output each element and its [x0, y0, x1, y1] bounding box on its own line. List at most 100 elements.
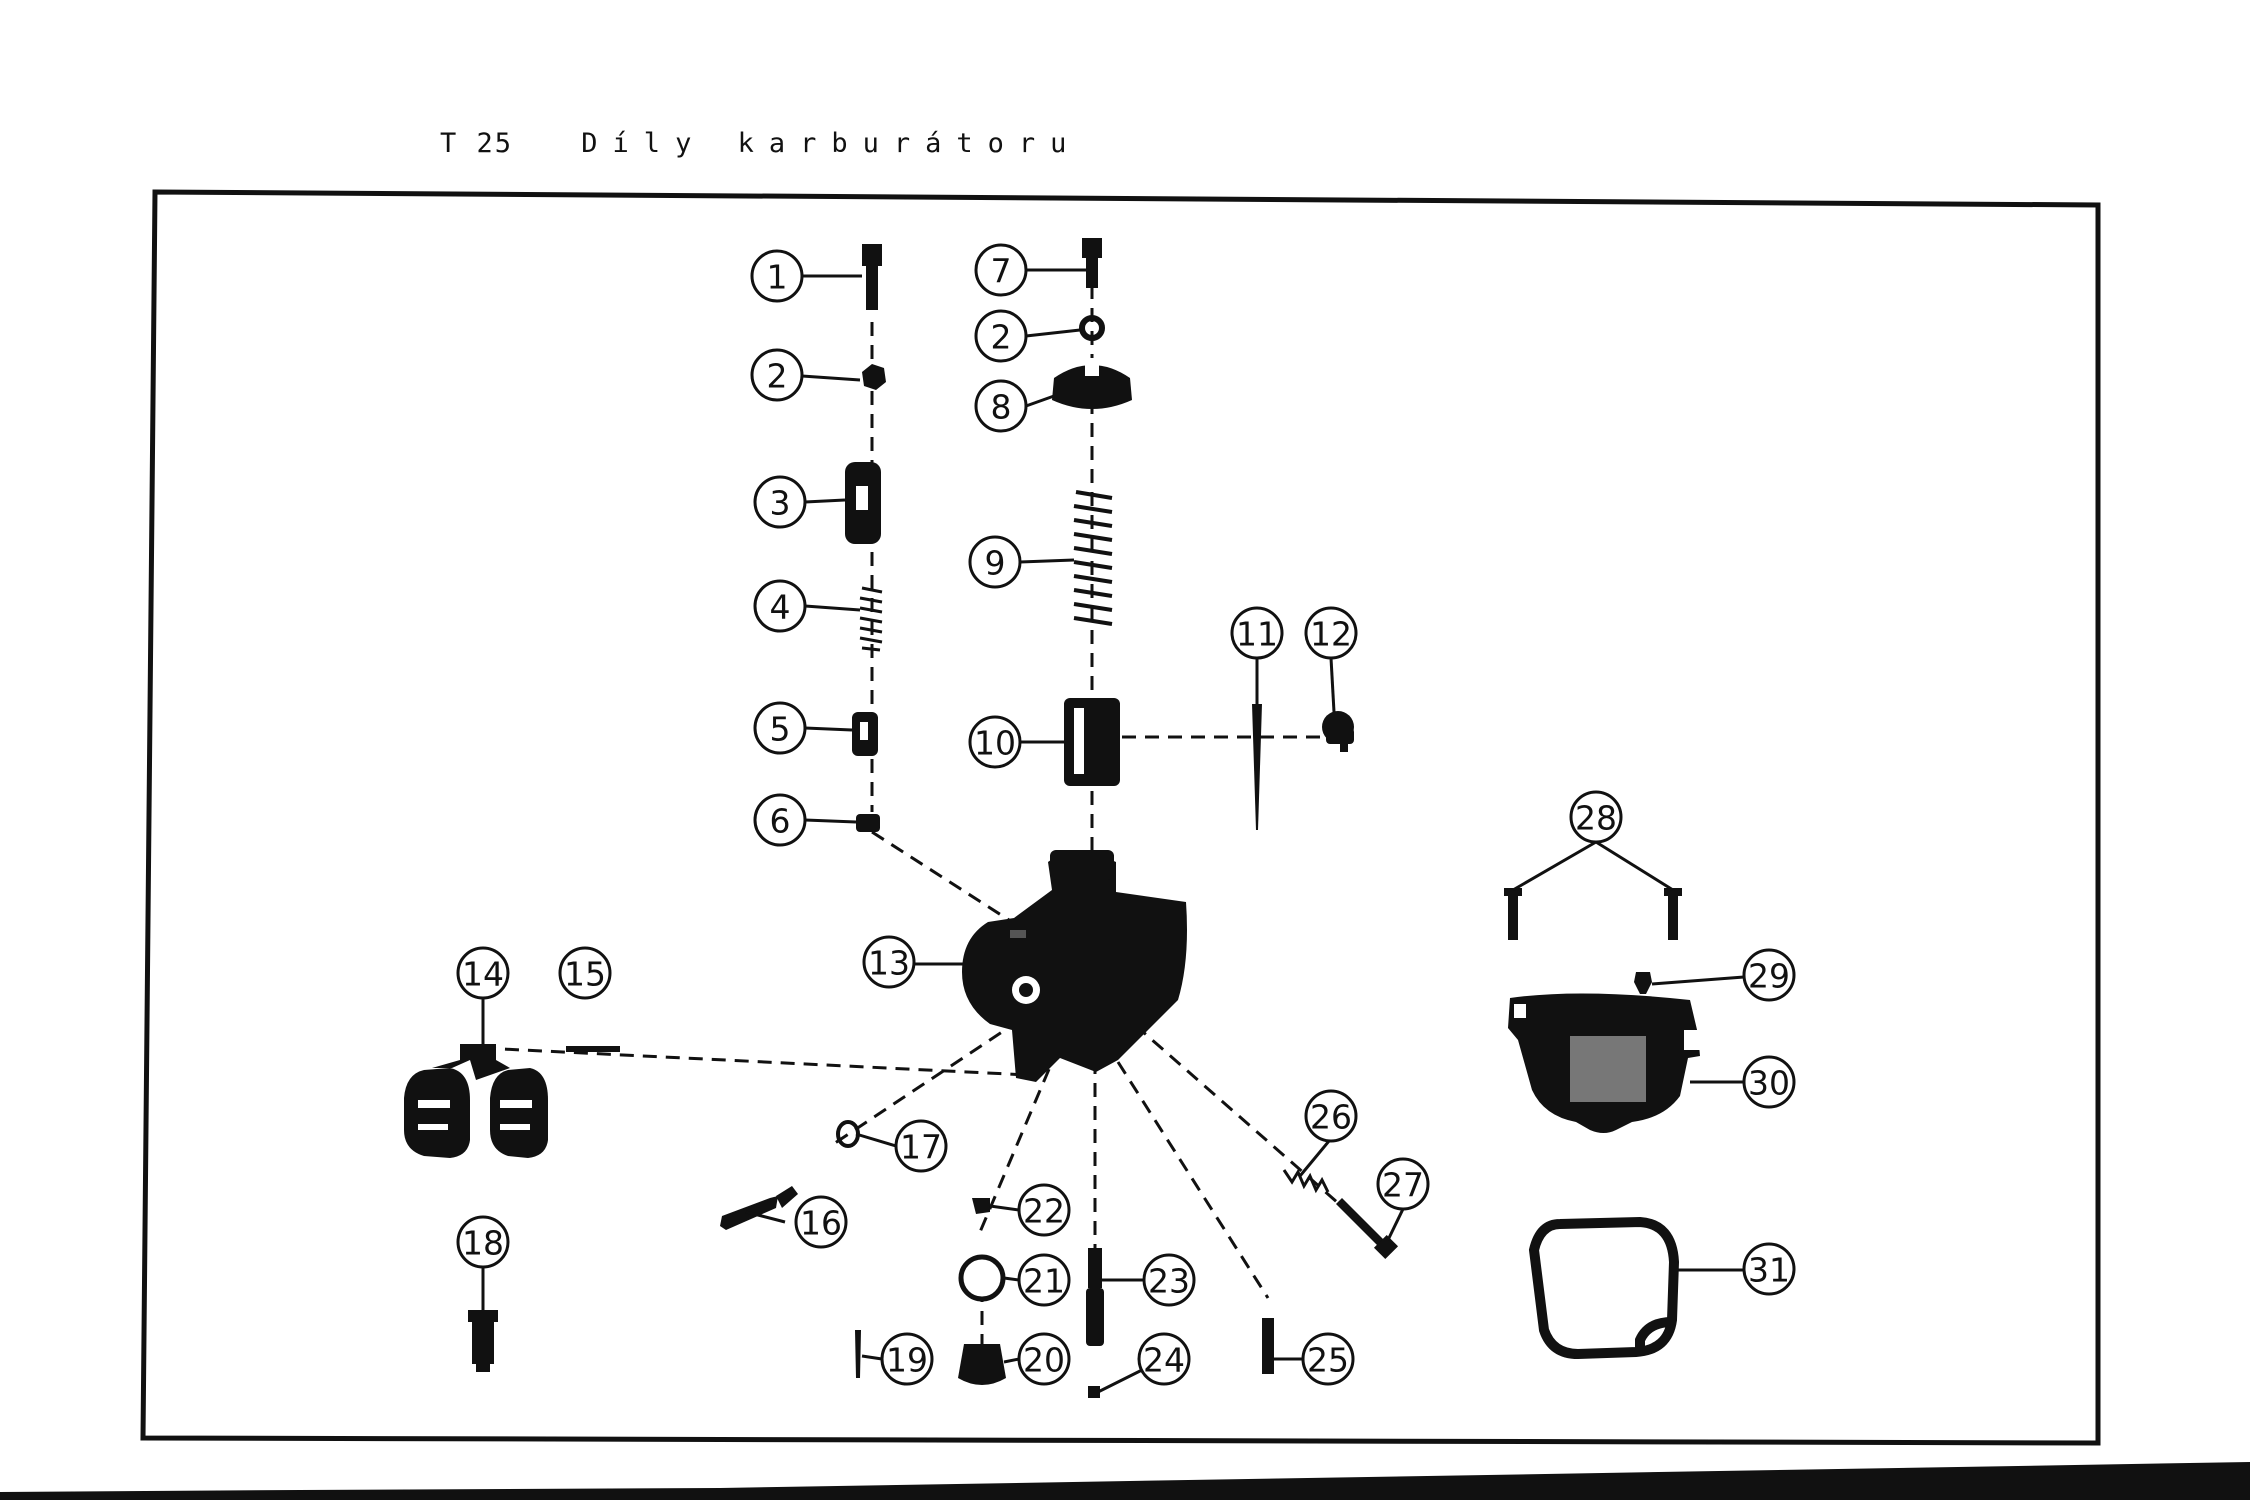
svg-text:2: 2	[991, 318, 1012, 357]
part-4-spring	[859, 586, 883, 652]
page-header: T 25 Díly karburátoru	[440, 128, 1081, 159]
leader-lines	[481, 268, 1745, 1394]
svg-text:17: 17	[900, 1128, 942, 1167]
callout-13: 13	[862, 935, 916, 989]
svg-text:15: 15	[564, 955, 606, 994]
part-19-pin	[855, 1330, 861, 1378]
callout-29: 29	[1742, 948, 1796, 1002]
callout-31: 31	[1742, 1242, 1796, 1296]
callout-2b: 2	[974, 309, 1028, 363]
callout-26: 26	[1304, 1089, 1358, 1143]
callout-17: 17	[894, 1119, 948, 1173]
callout-15: 15	[558, 946, 612, 1000]
callout-4: 4	[753, 579, 807, 633]
svg-text:13: 13	[868, 944, 910, 983]
callout-3: 3	[753, 475, 807, 529]
part-28-screws	[1504, 888, 1682, 940]
callout-2: 2	[750, 348, 804, 402]
svg-text:29: 29	[1748, 957, 1790, 996]
part-17-o-ring	[836, 1120, 860, 1148]
callout-27: 27	[1376, 1157, 1430, 1211]
callout-7: 7	[974, 243, 1028, 297]
svg-text:21: 21	[1023, 1262, 1065, 1301]
svg-text:31: 31	[1748, 1251, 1790, 1290]
page-title: Díly karburátoru	[581, 128, 1082, 159]
part-10-throttle-slide	[1064, 698, 1120, 786]
part-16-idle-screw	[720, 1186, 798, 1230]
callouts: 1 2 3 4 5 6 7 2 8 9 10 11 12 13 14 15 16…	[456, 243, 1796, 1386]
diagram-frame	[140, 189, 2101, 1446]
part-29-tickler	[1634, 972, 1652, 994]
svg-text:19: 19	[886, 1341, 928, 1380]
part-7-screw	[1082, 238, 1102, 288]
part-23-needle-jet	[1086, 1248, 1104, 1346]
part-5-sleeve	[852, 712, 878, 756]
svg-text:7: 7	[991, 252, 1012, 291]
svg-text:6: 6	[770, 802, 791, 841]
page-code: T 25	[440, 128, 514, 159]
part-25-pin	[1262, 1318, 1274, 1374]
callout-5: 5	[753, 701, 807, 755]
part-30-float-bowl	[1508, 993, 1700, 1133]
callout-6: 6	[753, 793, 807, 847]
part-14-float	[404, 1044, 548, 1158]
svg-text:23: 23	[1148, 1262, 1190, 1301]
callout-10: 10	[968, 715, 1022, 769]
part-3-adjuster	[845, 462, 881, 544]
svg-text:10: 10	[974, 724, 1016, 763]
svg-text:22: 22	[1023, 1192, 1065, 1231]
callout-12: 12	[1304, 606, 1358, 660]
part-13-carburetor-body	[962, 850, 1187, 1082]
svg-text:5: 5	[770, 710, 791, 749]
callout-8: 8	[974, 379, 1028, 433]
callout-30: 30	[1742, 1055, 1796, 1109]
assembly-axes	[481, 262, 1379, 1380]
callout-19: 19	[880, 1332, 934, 1386]
svg-text:14: 14	[462, 955, 504, 994]
svg-text:9: 9	[985, 544, 1006, 583]
part-18-fuel-valve	[468, 1310, 498, 1372]
svg-text:1: 1	[767, 258, 788, 297]
callout-14: 14	[456, 946, 510, 1000]
callout-23: 23	[1142, 1253, 1196, 1307]
part-26-spring	[1282, 1168, 1330, 1194]
svg-text:11: 11	[1236, 615, 1278, 654]
svg-text:30: 30	[1748, 1064, 1790, 1103]
part-31-gasket	[1528, 1216, 1680, 1360]
part-9-spring	[1073, 490, 1113, 626]
callout-1: 1	[750, 249, 804, 303]
svg-text:12: 12	[1310, 615, 1352, 654]
part-6-cap	[856, 814, 880, 832]
page-edge-shadow	[0, 1462, 2250, 1500]
svg-text:20: 20	[1023, 1341, 1065, 1380]
part-2-nut-right	[1079, 315, 1105, 341]
svg-text:24: 24	[1143, 1341, 1185, 1380]
svg-text:28: 28	[1575, 799, 1617, 838]
svg-text:27: 27	[1382, 1166, 1424, 1205]
callout-28: 28	[1569, 790, 1623, 844]
part-24-main-jet	[1088, 1386, 1100, 1398]
part-1-screw	[862, 244, 882, 310]
callout-25: 25	[1301, 1332, 1355, 1386]
part-11-needle	[1252, 704, 1262, 830]
svg-text:16: 16	[800, 1204, 842, 1243]
callout-18: 18	[456, 1215, 510, 1269]
svg-text:8: 8	[991, 388, 1012, 427]
part-21-washer	[958, 1254, 1006, 1302]
callout-11: 11	[1230, 606, 1284, 660]
part-22-small-jet	[972, 1198, 990, 1214]
callout-22: 22	[1017, 1183, 1071, 1237]
part-15-float-pin	[566, 1046, 620, 1052]
parts	[404, 238, 1700, 1398]
part-12-clip	[1322, 711, 1354, 752]
callout-21: 21	[1017, 1253, 1071, 1307]
svg-text:4: 4	[770, 588, 791, 627]
part-2-nut-left	[862, 364, 886, 390]
callout-20: 20	[1017, 1332, 1071, 1386]
svg-text:18: 18	[462, 1224, 504, 1263]
svg-text:26: 26	[1310, 1098, 1352, 1137]
part-20-jet-holder	[958, 1344, 1006, 1385]
part-27-screw	[1336, 1198, 1399, 1260]
part-8-chamber-top	[1052, 358, 1132, 409]
